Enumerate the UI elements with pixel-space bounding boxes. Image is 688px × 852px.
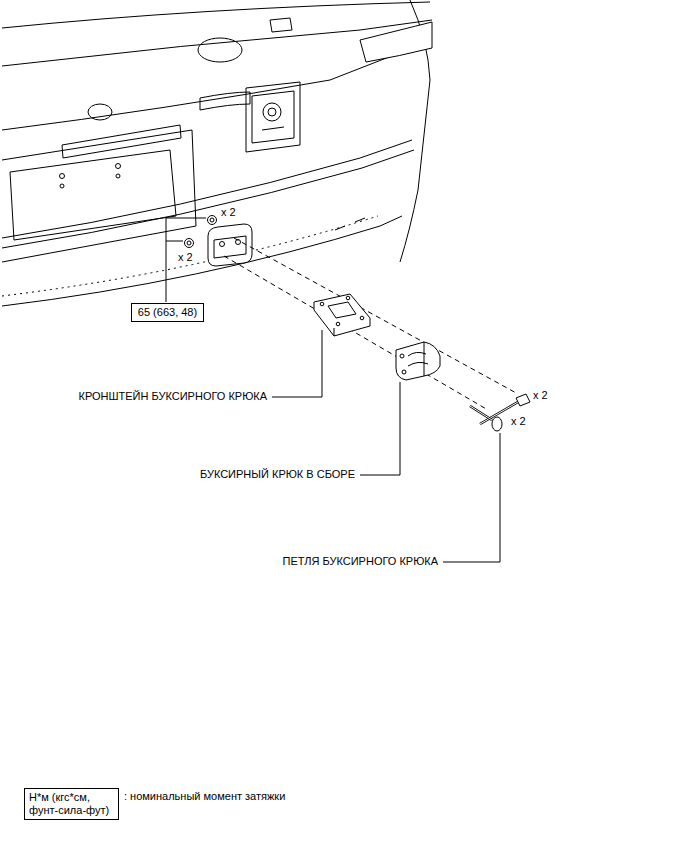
torque-value-box: 65 (663, 48) [131,303,204,322]
part-name: КРОНШТЕЙН БУКСИРНОГО КРЮКА [77,390,268,403]
legend-note: : номинальный момент затяжки [123,790,286,803]
box-text: 65 (663, 48) [136,306,199,319]
part-name: БУКСИРНЫЙ КРЮК В СБОРЕ [199,468,356,481]
part-name: ПЕТЛЯ БУКСИРНОГО КРЮКА [282,555,439,568]
quantity-mark: x 2 [532,389,549,402]
legend-unit-box: Н*м (кгс*см, фунт-сила-фут) [24,788,119,820]
box-text: Н*м (кгс*см, фунт-сила-фут) [29,791,114,817]
quantity-mark: x 2 [510,415,527,428]
quantity-mark: x 2 [220,206,237,219]
quantity-mark: x 2 [177,251,194,264]
